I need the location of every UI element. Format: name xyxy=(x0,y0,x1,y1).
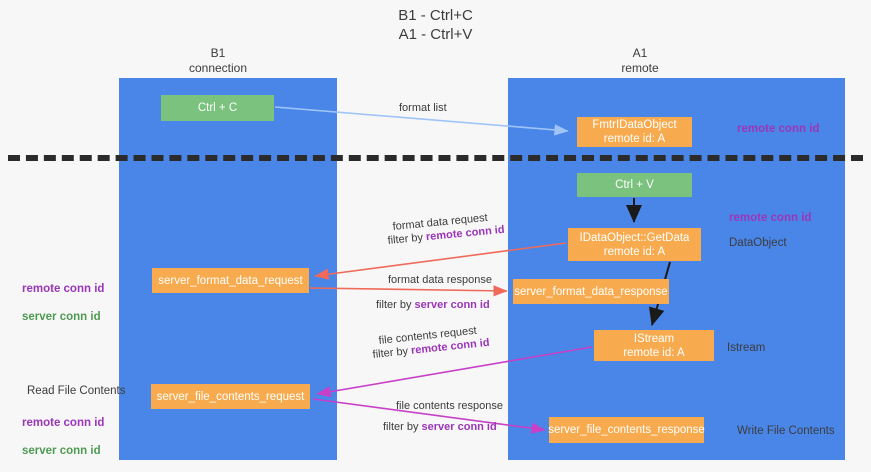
annotation-right-dataobject: DataObject xyxy=(729,237,787,249)
edge-label-format-data-response: format data response xyxy=(388,274,492,286)
filter-prefix: filter by xyxy=(376,299,415,311)
filter-key: server conn id xyxy=(414,299,490,311)
filter-key: server conn id xyxy=(421,421,497,433)
node-fmt-idataobject[interactable]: FmtrIDataObject remote id: A xyxy=(577,117,692,147)
phase-divider-dashed-line xyxy=(8,155,863,161)
annotation-right-istream: Istream xyxy=(727,342,766,354)
node-server-file-contents-response[interactable]: server_file_contents_response xyxy=(548,417,705,443)
connector-format-data-response xyxy=(309,285,508,297)
node-istream[interactable]: IStream remote id: A xyxy=(594,330,714,361)
annotation-left-conn-ids-bottom: remote conn id server conn id xyxy=(22,402,104,472)
annotation-remote-conn-id: remote conn id xyxy=(22,417,105,429)
annotation-remote-conn-id: remote conn id xyxy=(22,283,105,295)
page-title: B1 - Ctrl+C A1 - Ctrl+V xyxy=(398,7,473,43)
edge-label-format-list: format list xyxy=(399,102,447,114)
node-ctrl-c[interactable]: Ctrl + C xyxy=(161,95,274,121)
node-idataobject-getdata[interactable]: IDataObject::GetData remote id: A xyxy=(568,228,701,261)
annotation-right-remote-conn-id-mid: remote conn id xyxy=(729,212,812,224)
column-header-b1: B1 connection xyxy=(188,46,248,75)
annotation-left-conn-ids-top: remote conn id server conn id xyxy=(22,268,104,338)
edge-label-file-contents-response-filter: filter by server conn id xyxy=(383,420,497,434)
node-server-file-contents-request[interactable]: server_file_contents_request xyxy=(151,384,310,409)
annotation-server-conn-id: server conn id xyxy=(22,445,101,457)
filter-prefix: filter by xyxy=(383,421,422,433)
column-header-a1: A1 remote xyxy=(621,46,659,75)
annotation-right-write-file-contents: Write File Contents xyxy=(737,425,835,437)
filter-prefix: filter by xyxy=(387,231,427,247)
annotation-right-remote-conn-id-top: remote conn id xyxy=(737,123,820,135)
node-ctrl-v[interactable]: Ctrl + V xyxy=(577,173,692,197)
annotation-left-read-file-contents: Read File Contents xyxy=(27,385,126,397)
edge-label-file-contents-response: file contents response xyxy=(396,400,504,412)
annotation-server-conn-id: server conn id xyxy=(22,311,101,323)
node-server-format-data-response[interactable]: server_format_data_response xyxy=(513,279,669,304)
node-server-format-data-request[interactable]: server_format_data_request xyxy=(152,268,309,293)
edge-label-format-data-response-filter: filter by server conn id xyxy=(376,298,490,312)
filter-prefix: filter by xyxy=(372,344,412,361)
